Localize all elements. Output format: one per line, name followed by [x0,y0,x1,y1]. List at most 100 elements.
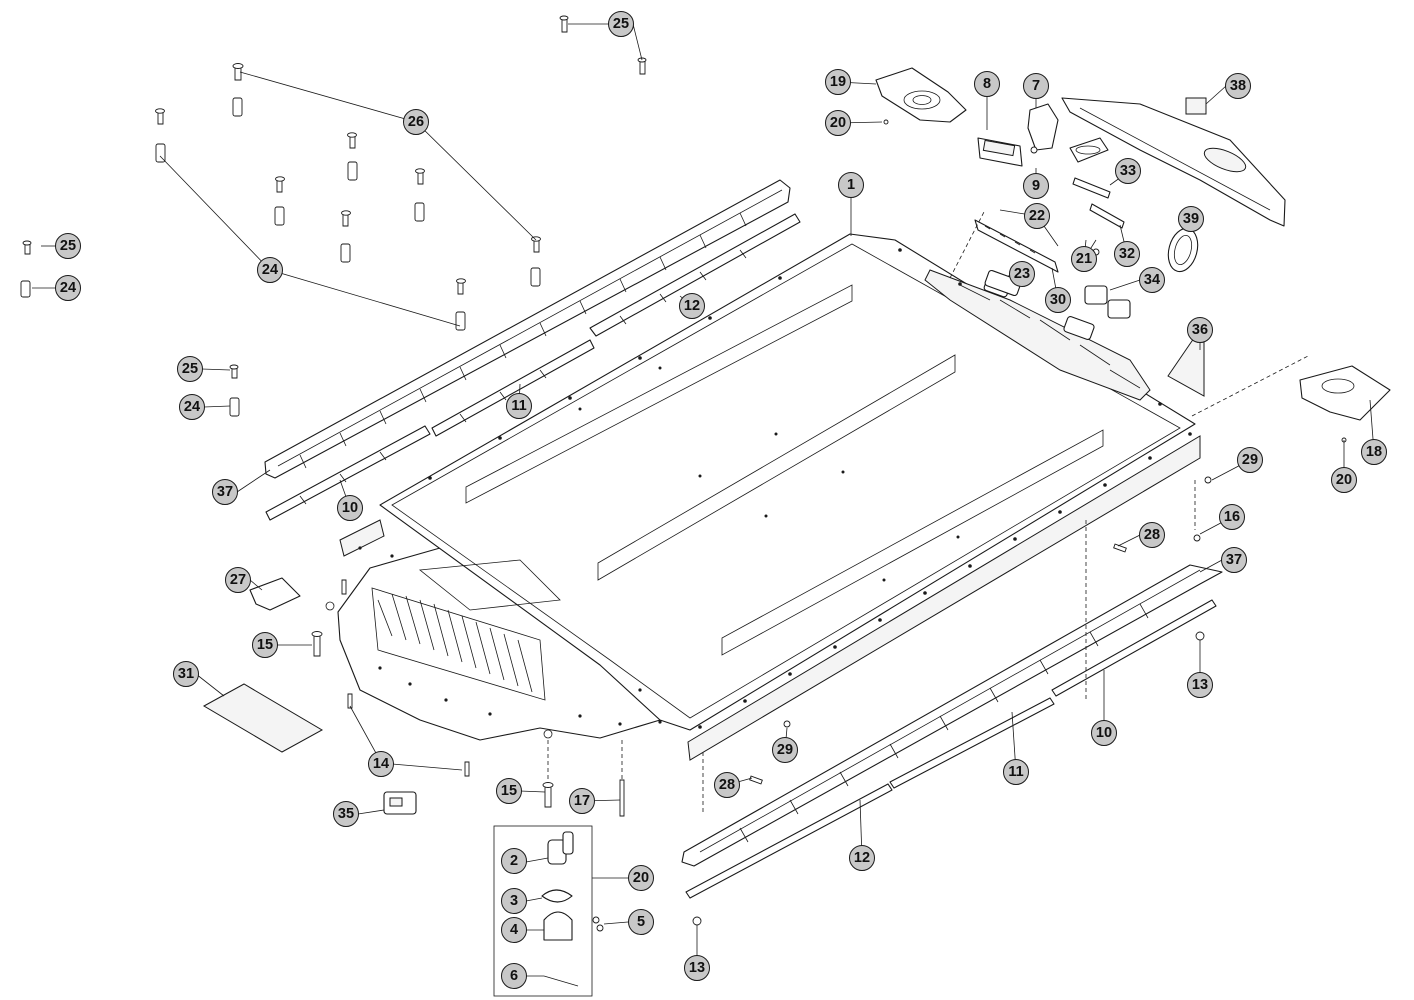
callout-28-right: 28 [1139,522,1165,548]
label-38 [1185,97,1207,115]
callout-25-left: 25 [55,233,81,259]
callout-23: 23 [1009,261,1035,287]
callout-label: 15 [257,637,273,653]
fasteners-top-left [20,15,647,417]
callout-label: 3 [510,893,518,909]
callout-15-bottom: 15 [496,778,522,804]
callout-36: 36 [1187,317,1213,343]
callout-label: 33 [1120,163,1136,179]
callout-19: 19 [825,69,851,95]
circuit-board-30 [974,219,1059,273]
strap-33 [1072,177,1111,199]
callout-32: 32 [1114,241,1140,267]
lid-bolts [428,248,1192,729]
callout-label: 22 [1029,208,1045,224]
callout-label: 13 [1192,677,1208,693]
callout-label: 26 [408,114,424,130]
callout-2: 2 [501,848,527,874]
rail-10-lower [1051,599,1217,697]
callout-label: 29 [777,742,793,758]
callout-11-upper: 11 [506,393,532,419]
callout-label: 20 [830,115,846,131]
callout-29-bottom: 29 [772,737,798,763]
callout-label: 10 [342,500,358,516]
callout-label: 24 [184,399,200,415]
callout-26: 26 [403,109,429,135]
callout-label: 5 [637,914,645,930]
callout-35: 35 [333,801,359,827]
callout-14: 14 [368,751,394,777]
callout-label: 11 [1008,764,1023,780]
callout-9: 9 [1023,173,1049,199]
callout-label: 21 [1076,251,1092,267]
callout-24-mid: 24 [179,394,205,420]
battery-pack-assembly [325,233,1201,761]
callout-33: 33 [1115,158,1141,184]
callout-label: 24 [262,262,278,278]
callout-label: 7 [1032,78,1040,94]
bracket-27 [249,577,301,611]
callout-20-top: 20 [825,110,851,136]
callout-label: 34 [1144,272,1160,288]
callout-25-top: 25 [608,11,634,37]
callout-22: 22 [1024,203,1050,229]
callout-13-right: 13 [1187,672,1213,698]
callout-label: 31 [178,666,194,682]
rail-10-upper [265,425,431,521]
module-23 [984,269,1022,297]
callout-label: 17 [574,793,590,809]
callout-label: 28 [1144,527,1160,543]
callout-label: 2 [510,853,518,869]
callout-18: 18 [1361,439,1387,465]
pad-36 [1167,337,1205,397]
callout-label: 38 [1230,78,1246,94]
callout-12-lower: 12 [849,845,875,871]
callout-10-upper: 10 [337,495,363,521]
bolts-lower-left [311,579,625,817]
callout-5: 5 [628,909,654,935]
callout-20-inset: 20 [628,865,654,891]
rail-37-upper [264,179,791,479]
bracket-18 [1299,365,1391,421]
callout-label: 9 [1032,178,1040,194]
strap-32 [1089,203,1125,229]
callout-7: 7 [1023,73,1049,99]
callout-label: 37 [217,484,233,500]
callout-31: 31 [173,661,199,687]
callout-label: 23 [1014,266,1030,282]
callout-28-bottom: 28 [714,772,740,798]
misc-hardware [692,119,1347,926]
callout-38: 38 [1225,73,1251,99]
callout-3: 3 [501,888,527,914]
callout-label: 30 [1050,292,1066,308]
callout-34: 34 [1139,267,1165,293]
rail-11-upper [431,339,595,437]
callout-21: 21 [1071,246,1097,272]
callout-label: 8 [983,76,991,92]
relay-34 [1084,285,1131,319]
callout-12-upper: 12 [679,293,705,319]
connector-8 [977,137,1023,167]
callout-label: 20 [1336,472,1352,488]
callout-11-lower: 11 [1003,759,1029,785]
callout-20-right: 20 [1331,467,1357,493]
rail-12-upper [589,213,801,337]
callout-label: 25 [182,361,198,377]
connector-block [1069,137,1109,163]
callout-label: 37 [1226,552,1242,568]
callout-label: 27 [230,572,246,588]
callout-label: 4 [510,922,518,938]
callout-label: 15 [501,783,517,799]
callout-label: 24 [60,280,76,296]
callout-6: 6 [501,963,527,989]
callout-label: 12 [854,850,870,866]
pad-31 [202,683,324,753]
callout-label: 25 [60,238,76,254]
rail-11-lower [889,697,1055,789]
callout-label: 19 [830,74,846,90]
callout-13-bottom: 13 [684,955,710,981]
callout-label: 32 [1119,246,1135,262]
callout-8: 8 [974,71,1000,97]
callout-label: 12 [684,298,700,314]
callout-17: 17 [569,788,595,814]
